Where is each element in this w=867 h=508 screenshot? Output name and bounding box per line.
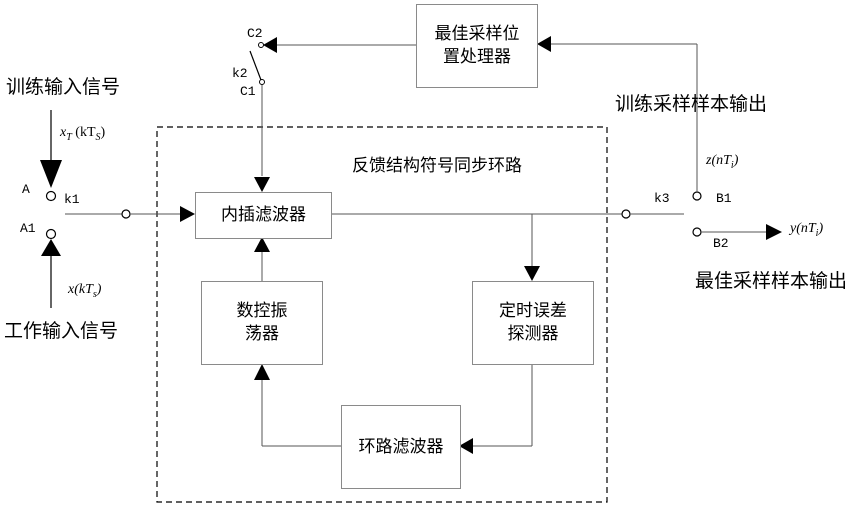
ted-input-arrow xyxy=(524,266,540,281)
training-input-label: 训练输入信号 xyxy=(6,78,120,97)
training-input-signal: xT (kTS) xyxy=(60,126,105,143)
label-k3: k3 xyxy=(654,192,670,205)
loop-title: 反馈结构符号同步环路 xyxy=(352,158,522,175)
node-k3 xyxy=(622,210,630,218)
label-C1: C1 xyxy=(240,85,256,98)
label-A1: A1 xyxy=(20,222,36,235)
interp-top-arrow xyxy=(254,177,270,192)
ted-label-line2: 探测器 xyxy=(499,323,567,346)
training-output-signal: z(nTi) xyxy=(706,154,738,171)
label-A: A xyxy=(22,183,30,196)
node-B1 xyxy=(693,192,701,200)
interpolation-filter-block: 内插滤波器 xyxy=(195,192,332,239)
working-input-label: 工作输入信号 xyxy=(4,322,118,341)
working-input-arrow xyxy=(41,239,61,256)
loop-filter-label: 环路滤波器 xyxy=(359,436,444,459)
node-A xyxy=(47,192,56,201)
training-input-arrow xyxy=(40,160,62,188)
node-A1 xyxy=(47,230,56,239)
optimal-processor-label-line1: 最佳采样位 xyxy=(435,23,520,46)
label-k2: k2 xyxy=(232,67,248,80)
working-input-signal: x(kTs) xyxy=(68,283,101,300)
loop-filter-block: 环路滤波器 xyxy=(341,405,461,489)
node-B2 xyxy=(693,228,701,236)
label-k1: k1 xyxy=(64,193,80,206)
switch-k2-blade xyxy=(250,51,261,80)
c2-arrow xyxy=(263,37,277,53)
interp-bottom-arrow xyxy=(254,237,270,252)
ted-label-line1: 定时误差 xyxy=(499,300,567,323)
nco-label-line1: 数控振 xyxy=(237,300,288,323)
interp-filter-label: 内插滤波器 xyxy=(221,204,306,227)
interp-input-arrow xyxy=(180,206,195,222)
optimal-sampling-processor-block: 最佳采样位 置处理器 xyxy=(416,4,538,88)
timing-error-detector-block: 定时误差 探测器 xyxy=(472,281,594,365)
label-B2: B2 xyxy=(713,237,729,250)
best-output-signal: y(nTi) xyxy=(790,222,823,239)
processor-input-arrow xyxy=(537,36,551,52)
nco-label-line2: 荡器 xyxy=(237,323,288,346)
node-k1 xyxy=(122,210,130,218)
nco-input-arrow xyxy=(254,364,270,380)
node-C1 xyxy=(260,80,265,85)
training-output-label: 训练采样样本输出 xyxy=(615,95,767,114)
label-C2: C2 xyxy=(247,27,263,40)
node-C2 xyxy=(259,43,264,48)
nco-block: 数控振 荡器 xyxy=(201,281,323,365)
loopfilter-input-arrow xyxy=(459,438,473,454)
label-B1: B1 xyxy=(716,192,732,205)
optimal-processor-label-line2: 置处理器 xyxy=(435,46,520,69)
b2-output-arrow xyxy=(766,224,782,240)
best-output-label: 最佳采样样本输出 xyxy=(695,272,847,291)
